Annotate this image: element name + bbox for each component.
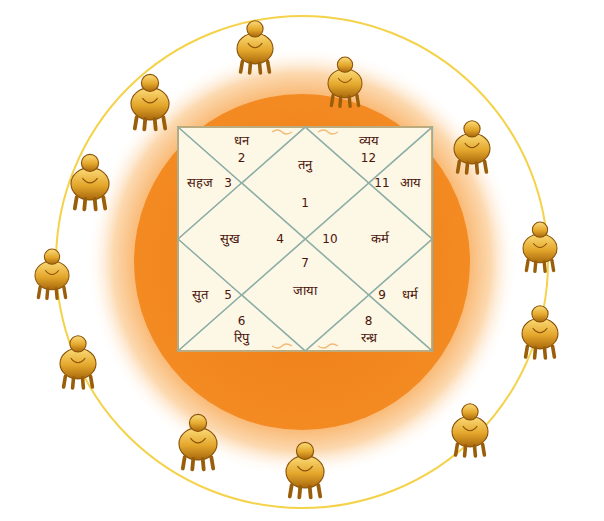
house-cell: 8 रन्ध्र <box>305 295 432 351</box>
house-outline <box>178 239 242 351</box>
house-name: आय <box>400 175 421 191</box>
house-number: 7 <box>301 256 309 270</box>
house-cell: तनु 1 <box>242 127 369 239</box>
house-outline <box>242 127 369 239</box>
house-name: जाया <box>293 283 317 299</box>
house-number: 2 <box>238 151 246 165</box>
house-cell: सुत 5 <box>178 239 242 351</box>
house-number: 6 <box>238 314 246 328</box>
house-cell: 9 धर्म <box>369 239 433 351</box>
house-number: 11 <box>374 176 389 190</box>
house-number: 4 <box>276 232 284 246</box>
house-cell: 6 रिपु <box>178 295 305 351</box>
house-cell: धन 2 <box>178 127 305 183</box>
house-number: 10 <box>322 232 337 246</box>
house-name: रन्ध्र <box>361 330 377 346</box>
house-name: सुत <box>192 287 208 303</box>
house-number: 8 <box>365 314 373 328</box>
house-number: 12 <box>361 151 376 165</box>
house-cell: 10 कर्म <box>305 183 432 295</box>
house-cell: व्यय 12 <box>305 127 432 183</box>
house-name: सहज <box>187 175 213 191</box>
house-cell: सहज 3 <box>178 127 242 239</box>
house-name: सुख <box>220 231 240 247</box>
house-cell: सुख 4 <box>178 183 305 295</box>
house-number: 3 <box>224 176 232 190</box>
house-name: धर्म <box>402 287 418 303</box>
house-cell: 7 जाया <box>242 239 369 351</box>
house-outline <box>178 183 305 295</box>
house-number: 1 <box>301 196 309 210</box>
house-name: कर्म <box>371 231 389 247</box>
house-number: 9 <box>378 288 386 302</box>
house-outline <box>369 239 433 351</box>
house-name: रिपु <box>234 330 249 346</box>
house-name: तनु <box>298 157 312 173</box>
house-number: 5 <box>224 288 232 302</box>
house-name: धन <box>234 133 249 149</box>
house-name: व्यय <box>359 133 379 149</box>
